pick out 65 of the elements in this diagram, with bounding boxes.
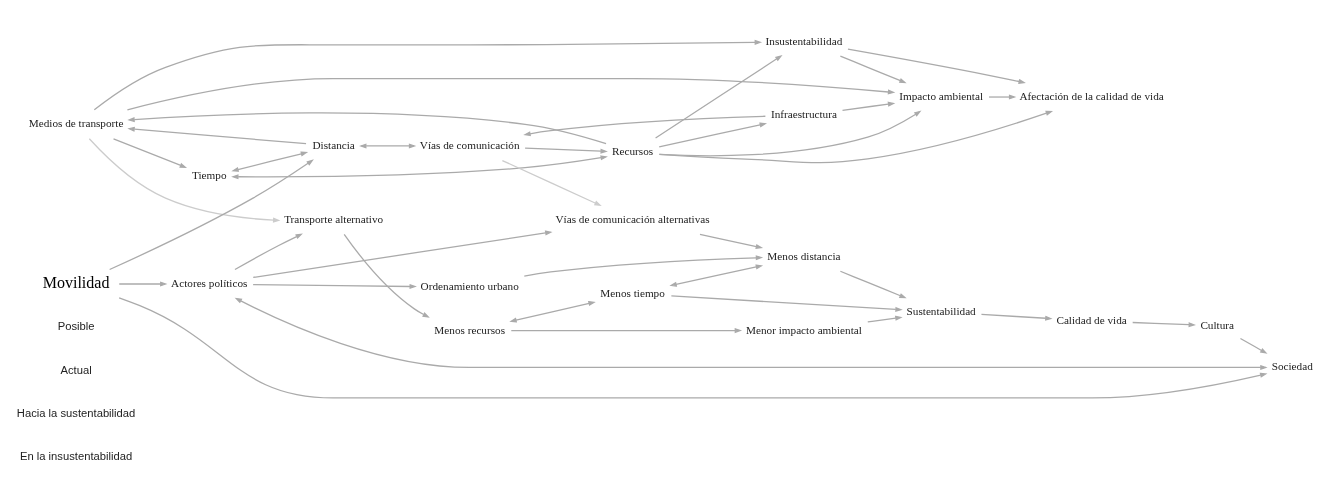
arrow — [524, 147, 608, 154]
arrow — [359, 143, 417, 149]
node-text: Distancia — [312, 138, 355, 151]
node-text: Vías de comunicación — [419, 138, 520, 151]
arrow — [523, 255, 764, 277]
arrow — [510, 327, 743, 334]
arrow — [839, 55, 907, 84]
arrow — [841, 101, 896, 111]
arrow — [234, 233, 303, 271]
arrow — [343, 233, 430, 318]
arrow — [118, 281, 168, 287]
node-text: Menos distancia — [767, 249, 841, 262]
label: Hacia la sustentabilidad — [16, 406, 136, 419]
arrow — [523, 115, 766, 137]
arrow — [654, 55, 783, 139]
node-text: Ordenamiento urbano — [420, 280, 519, 293]
arrow — [88, 138, 281, 223]
arrow — [93, 39, 762, 111]
arrow — [670, 295, 903, 312]
node-text: Menos recursos — [434, 323, 506, 336]
arrow — [126, 77, 896, 111]
arrow — [839, 270, 907, 299]
label: Actual — [60, 363, 92, 376]
arrow — [234, 297, 1268, 371]
arrow — [231, 155, 608, 180]
node-text: Movilidad — [42, 274, 110, 292]
node-text: Recursos — [612, 145, 654, 158]
node-text: Tiempo — [192, 169, 227, 182]
node-text: Transporte alternativo — [284, 212, 384, 225]
arrow — [112, 138, 188, 168]
arrow — [509, 301, 596, 323]
node-text: Sociedad — [1271, 360, 1313, 373]
arrow — [658, 122, 767, 148]
node-text: Sustentabilidad — [906, 305, 976, 318]
node-text: Vías de comunicación alternativas — [555, 212, 710, 225]
arrow — [252, 283, 417, 290]
arrow — [252, 230, 553, 279]
node-text: Calidad de vida — [1056, 313, 1127, 326]
node-text: Cultura — [1200, 318, 1235, 331]
arrow — [988, 94, 1017, 100]
arrow — [847, 48, 1026, 84]
label: En la insustentabilidad — [19, 450, 133, 463]
node-text: Afectación de la calidad de vida — [1019, 90, 1164, 102]
node-text: Menos tiempo — [600, 286, 665, 299]
arrow — [231, 151, 309, 172]
arrow — [1239, 337, 1268, 354]
node-text: Impacto ambiental — [899, 90, 984, 102]
arrow — [658, 110, 1054, 164]
node-text: Insustentabilidad — [765, 34, 843, 47]
arrow — [699, 233, 764, 249]
arrow — [1132, 321, 1196, 328]
arrow — [669, 264, 764, 287]
node-text: Menor impacto ambiental — [745, 323, 862, 336]
arrow — [867, 315, 903, 323]
node-text: Medios de transporte — [28, 117, 124, 130]
node-text: Actores políticos — [171, 276, 248, 289]
arrow — [501, 159, 602, 207]
arrow — [658, 110, 922, 157]
arrow — [109, 159, 314, 271]
arrow — [127, 112, 607, 145]
arrow — [118, 297, 1268, 399]
arrow — [127, 126, 307, 145]
label: Posible — [57, 320, 95, 333]
node-text: Infraestructura — [770, 108, 837, 121]
arrow — [980, 313, 1053, 321]
